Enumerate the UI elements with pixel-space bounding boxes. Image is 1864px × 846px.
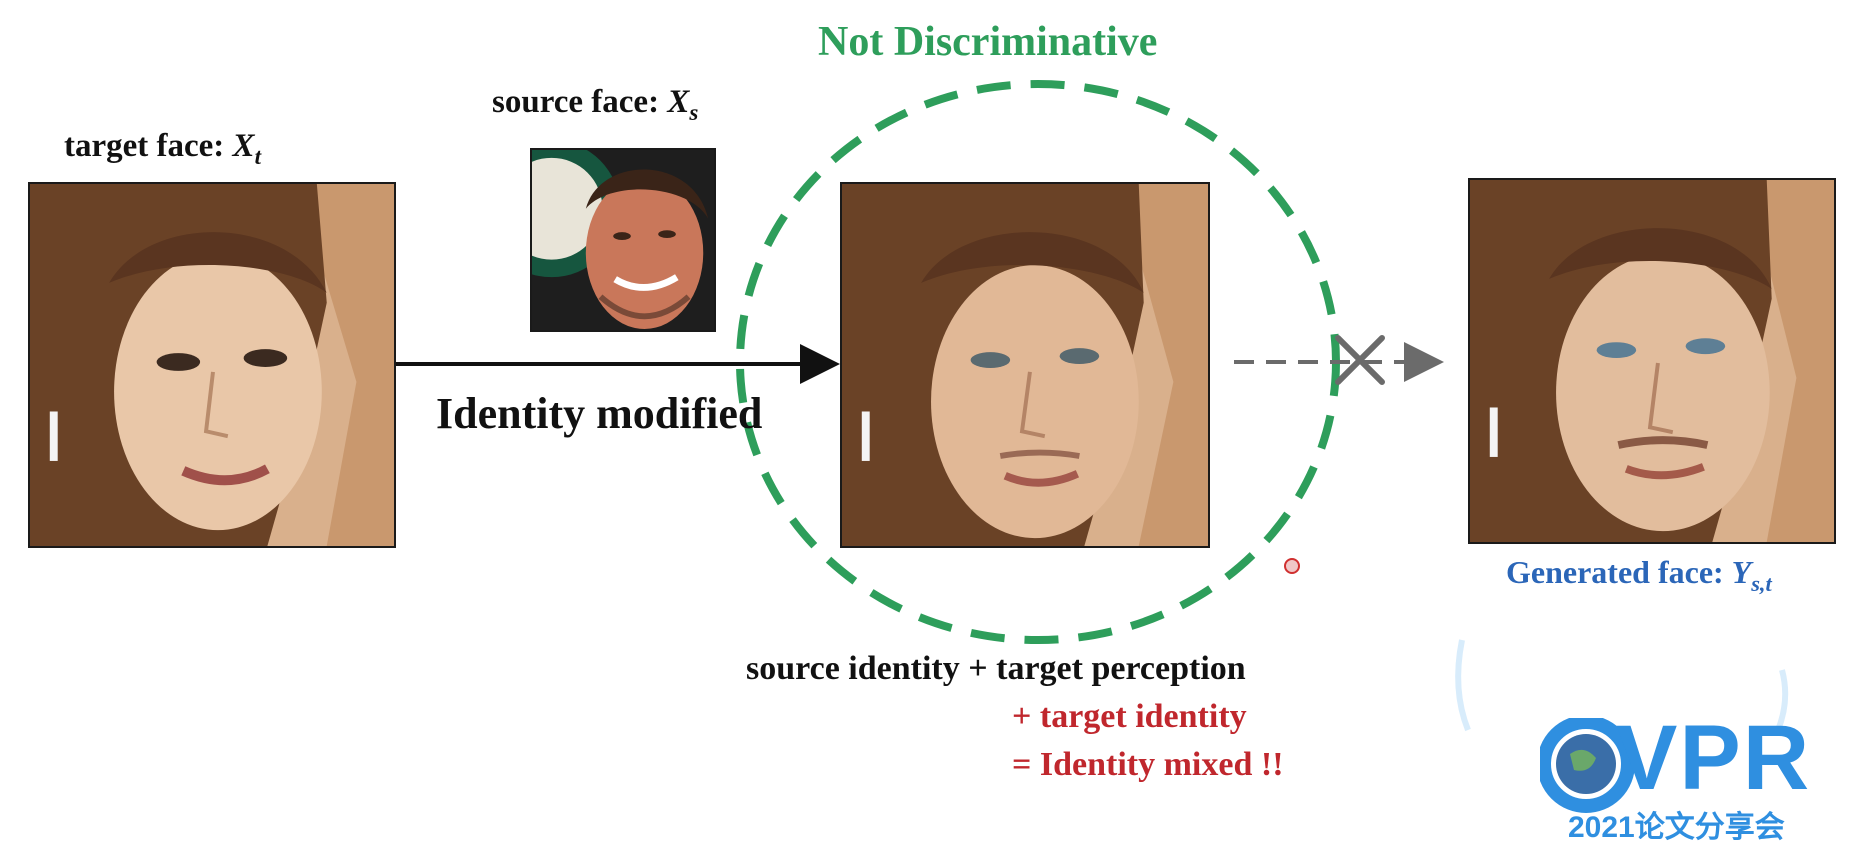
- source-face-var: X: [667, 84, 690, 120]
- diagram-title: Not Discriminative: [818, 19, 1158, 65]
- source-face-sub: s: [689, 99, 699, 126]
- logo-flame-icon: [1455, 639, 1471, 732]
- target-face-var: X: [232, 128, 255, 164]
- source-face-image: [530, 148, 716, 332]
- target-face-image: [28, 182, 396, 548]
- generated-face-image: [1468, 178, 1836, 544]
- equation-line-1: source identity + target perception: [746, 650, 1246, 687]
- source-face-label: source face: Xs: [492, 84, 698, 126]
- logo-caption: 2021论文分享会: [1568, 811, 1785, 844]
- target-face-label: target face: Xt: [64, 128, 261, 170]
- cvpr-logo: VPR 2021论文分享会: [1540, 707, 1820, 844]
- globe-icon: [1540, 718, 1635, 813]
- generated-face-var: Y: [1731, 554, 1752, 590]
- intermediate-face-image: [840, 182, 1210, 548]
- source-face-label-text: source face:: [492, 84, 668, 120]
- target-face-label-text: target face:: [64, 128, 233, 164]
- diagram-overlay: [396, 80, 1789, 732]
- cross-icon: [1335, 335, 1385, 385]
- equation-line-3: = Identity mixed !!: [1012, 746, 1284, 783]
- logo-text: VPR: [1616, 707, 1812, 809]
- generated-face-label-text: Generated face:: [1506, 554, 1732, 590]
- generated-face-label: Generated face: Ys,t: [1506, 554, 1772, 597]
- logo-flame-icon-2: [1775, 669, 1789, 732]
- generated-face-sub: s,t: [1751, 570, 1772, 596]
- target-face-sub: t: [254, 143, 261, 170]
- equation-line-2: + target identity: [1012, 698, 1247, 735]
- cursor-dot-icon: [1284, 558, 1300, 574]
- identity-modified-label: Identity modified: [436, 389, 763, 438]
